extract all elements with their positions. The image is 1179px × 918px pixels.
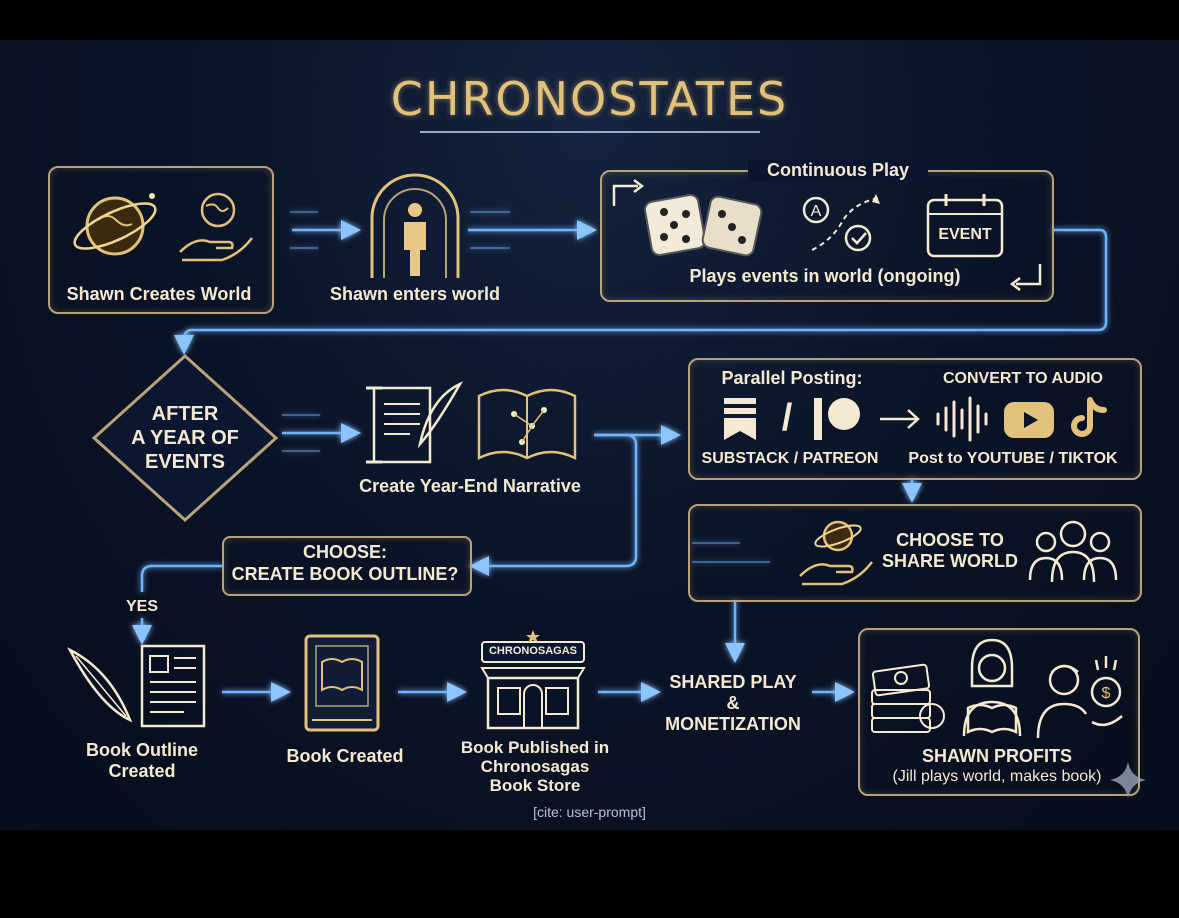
book-published-line-3: Book Store (489, 776, 581, 795)
youtube-icon (1004, 402, 1054, 438)
creates-world-label: Shawn Creates World (66, 284, 252, 304)
choose-outline-box[interactable] (222, 536, 472, 596)
choose-outline-line-1: CHOOSE: (302, 542, 387, 562)
shared-play-line-3: MONETIZATION (665, 714, 801, 734)
creates-world-box (48, 166, 274, 314)
shawn-profits-box (858, 628, 1140, 796)
portal-person-icon (370, 173, 460, 278)
path-route-icon: A (802, 194, 880, 252)
scroll-quill-icon (366, 381, 464, 464)
circuit-traces (282, 211, 770, 563)
choose-share-line-1: CHOOSE TO (896, 530, 1004, 550)
slash-separator: / (781, 397, 793, 439)
arrow-play-to-diamond (174, 228, 1108, 355)
diagram-canvas: CHRONOSTATES Shawn Creates World Shawn e… (0, 40, 1179, 830)
shawn-profits-label: SHAWN PROFITS (921, 746, 1072, 766)
svg-text:A: A (811, 203, 822, 220)
choose-share-line-2: SHARE WORLD (882, 551, 1018, 571)
storefront-icon (480, 630, 586, 730)
money-stack-icon (871, 663, 945, 733)
post-youtube-label: Post to YOUTUBE / TIKTOK (908, 450, 1118, 467)
year-end-label: Create Year-End Narrative (359, 476, 581, 496)
open-book-icon (477, 388, 577, 461)
parallel-posting-box (688, 358, 1142, 480)
after-year-line-2: A YEAR OF (131, 427, 239, 449)
substack-patreon-label: SUBSTACK / PATREON (701, 450, 879, 467)
page-title: CHRONOSTATES (390, 72, 789, 126)
after-year-line-3: EVENTS (144, 451, 226, 473)
book-created-label: Book Created (286, 746, 404, 766)
connector-layer (132, 130, 1108, 702)
convert-audio-label: CONVERT TO AUDIO (942, 370, 1103, 387)
dice-icon (644, 193, 763, 257)
soundwave-icon (936, 396, 988, 442)
arrow-right-icon (880, 409, 920, 429)
plays-events-label: Plays events in world (ongoing) (689, 266, 961, 286)
book-icon (304, 634, 380, 732)
globe-hand-icon (179, 192, 253, 262)
yes-label: YES (125, 598, 158, 615)
choose-share-box (688, 504, 1142, 602)
book-published-line-1: Book Published in (460, 738, 610, 757)
patreon-icon (814, 398, 860, 440)
shared-play-line-1: SHARED PLAY (669, 672, 797, 692)
people-group-icon (1028, 520, 1118, 583)
book-published-line-2: Chronosagas (480, 757, 590, 776)
woman-reading-icon (962, 638, 1022, 737)
store-sign: CHRONOSAGAS (488, 645, 577, 657)
arrow-narrative-to-outline (469, 433, 638, 576)
parallel-posting-label: Parallel Posting: (721, 368, 863, 388)
calendar-event-icon (926, 194, 1004, 258)
jill-note-label: (Jill plays world, makes book) (892, 768, 1102, 785)
tiktok-icon (1071, 397, 1107, 437)
book-outline-line-2: Created (108, 761, 176, 781)
globe-hand-icon (799, 520, 873, 586)
citation: [cite: user-prompt] (533, 804, 646, 820)
arrow-outline-to-yes (140, 564, 222, 592)
substack-icon (724, 398, 756, 440)
globe-ring-icon (73, 193, 157, 256)
event-badge: EVENT (938, 226, 992, 243)
return-arrow-icon (1009, 264, 1042, 291)
continuous-play-title: Continuous Play (748, 160, 928, 181)
sparkle-icon (1110, 762, 1146, 798)
diamond-decision (91, 353, 279, 523)
svg-text:$: $ (1102, 685, 1111, 702)
enters-world-label: Shawn enters world (329, 284, 501, 304)
loop-arrow-icon (612, 179, 645, 206)
after-year-line-1: AFTER (151, 403, 219, 425)
man-coin-icon: $ (1036, 656, 1123, 739)
book-outline-line-1: Book Outline (86, 740, 198, 760)
shared-play-line-2: & (726, 693, 740, 713)
quill-icon (67, 647, 133, 723)
choose-outline-line-2: CREATE BOOK OUTLINE? (231, 564, 459, 584)
document-icon (140, 644, 206, 728)
